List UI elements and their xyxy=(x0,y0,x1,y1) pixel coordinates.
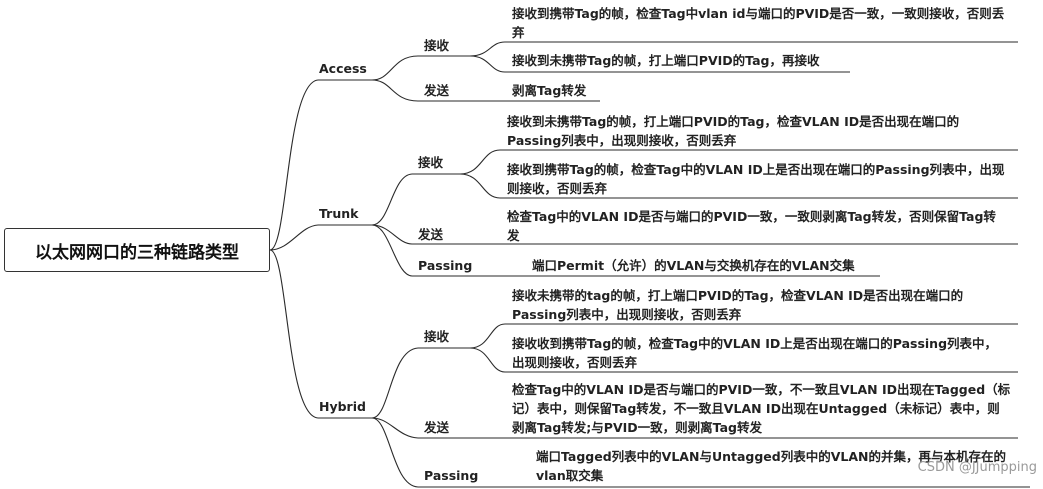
root-node: 以太网网口的三种链路类型 xyxy=(4,228,270,272)
hybrid-passing-label: Passing xyxy=(424,468,479,483)
trunk-receive-item-1: 接收到未携带Tag的帧，打上端口PVID的Tag，检查VLAN ID是否出现在端… xyxy=(507,114,960,148)
hybrid-receive-item-1: 接收未携带的tag的帧，打上端口PVID的Tag，检查VLAN ID是否出现在端… xyxy=(512,288,964,322)
branch-hybrid-label: Hybrid xyxy=(319,399,366,414)
trunk-passing-label: Passing xyxy=(418,258,473,273)
access-send-item-1: 剥离Tag转发 xyxy=(512,83,587,98)
root-title: 以太网网口的三种链路类型 xyxy=(35,242,239,263)
trunk-send-label: 发送 xyxy=(418,227,444,242)
hybrid-send-item-1: 检查Tag中的VLAN ID是否与端口的PVID一致，不一致且VLAN ID出现… xyxy=(512,382,1011,435)
access-receive-item-2: 接收到未携带Tag的帧，打上端口PVID的Tag，再接收 xyxy=(512,53,820,68)
watermark: CSDN @JJumpping xyxy=(917,460,1037,475)
hybrid-send-label: 发送 xyxy=(424,420,450,435)
access-receive-item-1: 接收到携带Tag的帧，检查Tag中vlan id与端口的PVID是否一致，一致则… xyxy=(512,6,1005,40)
branch-access-label: Access xyxy=(319,61,367,76)
trunk-send-item-1: 检查Tag中的VLAN ID是否与端口的PVID一致，一致则剥离Tag转发，否则… xyxy=(507,209,996,243)
branch-trunk-label: Trunk xyxy=(319,206,359,221)
hybrid-receive-label: 接收 xyxy=(424,329,450,344)
access-receive-label: 接收 xyxy=(424,38,450,53)
trunk-receive-label: 接收 xyxy=(418,155,444,170)
hybrid-passing-item-1: 端口Tagged列表中的VLAN与Untagged列表中的VLAN的并集，再与本… xyxy=(536,449,1007,483)
access-send-label: 发送 xyxy=(424,83,450,98)
trunk-passing-item-1: 端口Permit（允许）的VLAN与交换机存在的VLAN交集 xyxy=(532,258,855,273)
trunk-receive-item-2: 接收到携带Tag的帧，检查Tag中的VLAN ID上是否出现在端口的Passin… xyxy=(507,162,1005,196)
hybrid-receive-item-2: 接收收到携带Tag的帧，检查Tag中的VLAN ID上是否出现在端口的Passi… xyxy=(512,336,998,370)
